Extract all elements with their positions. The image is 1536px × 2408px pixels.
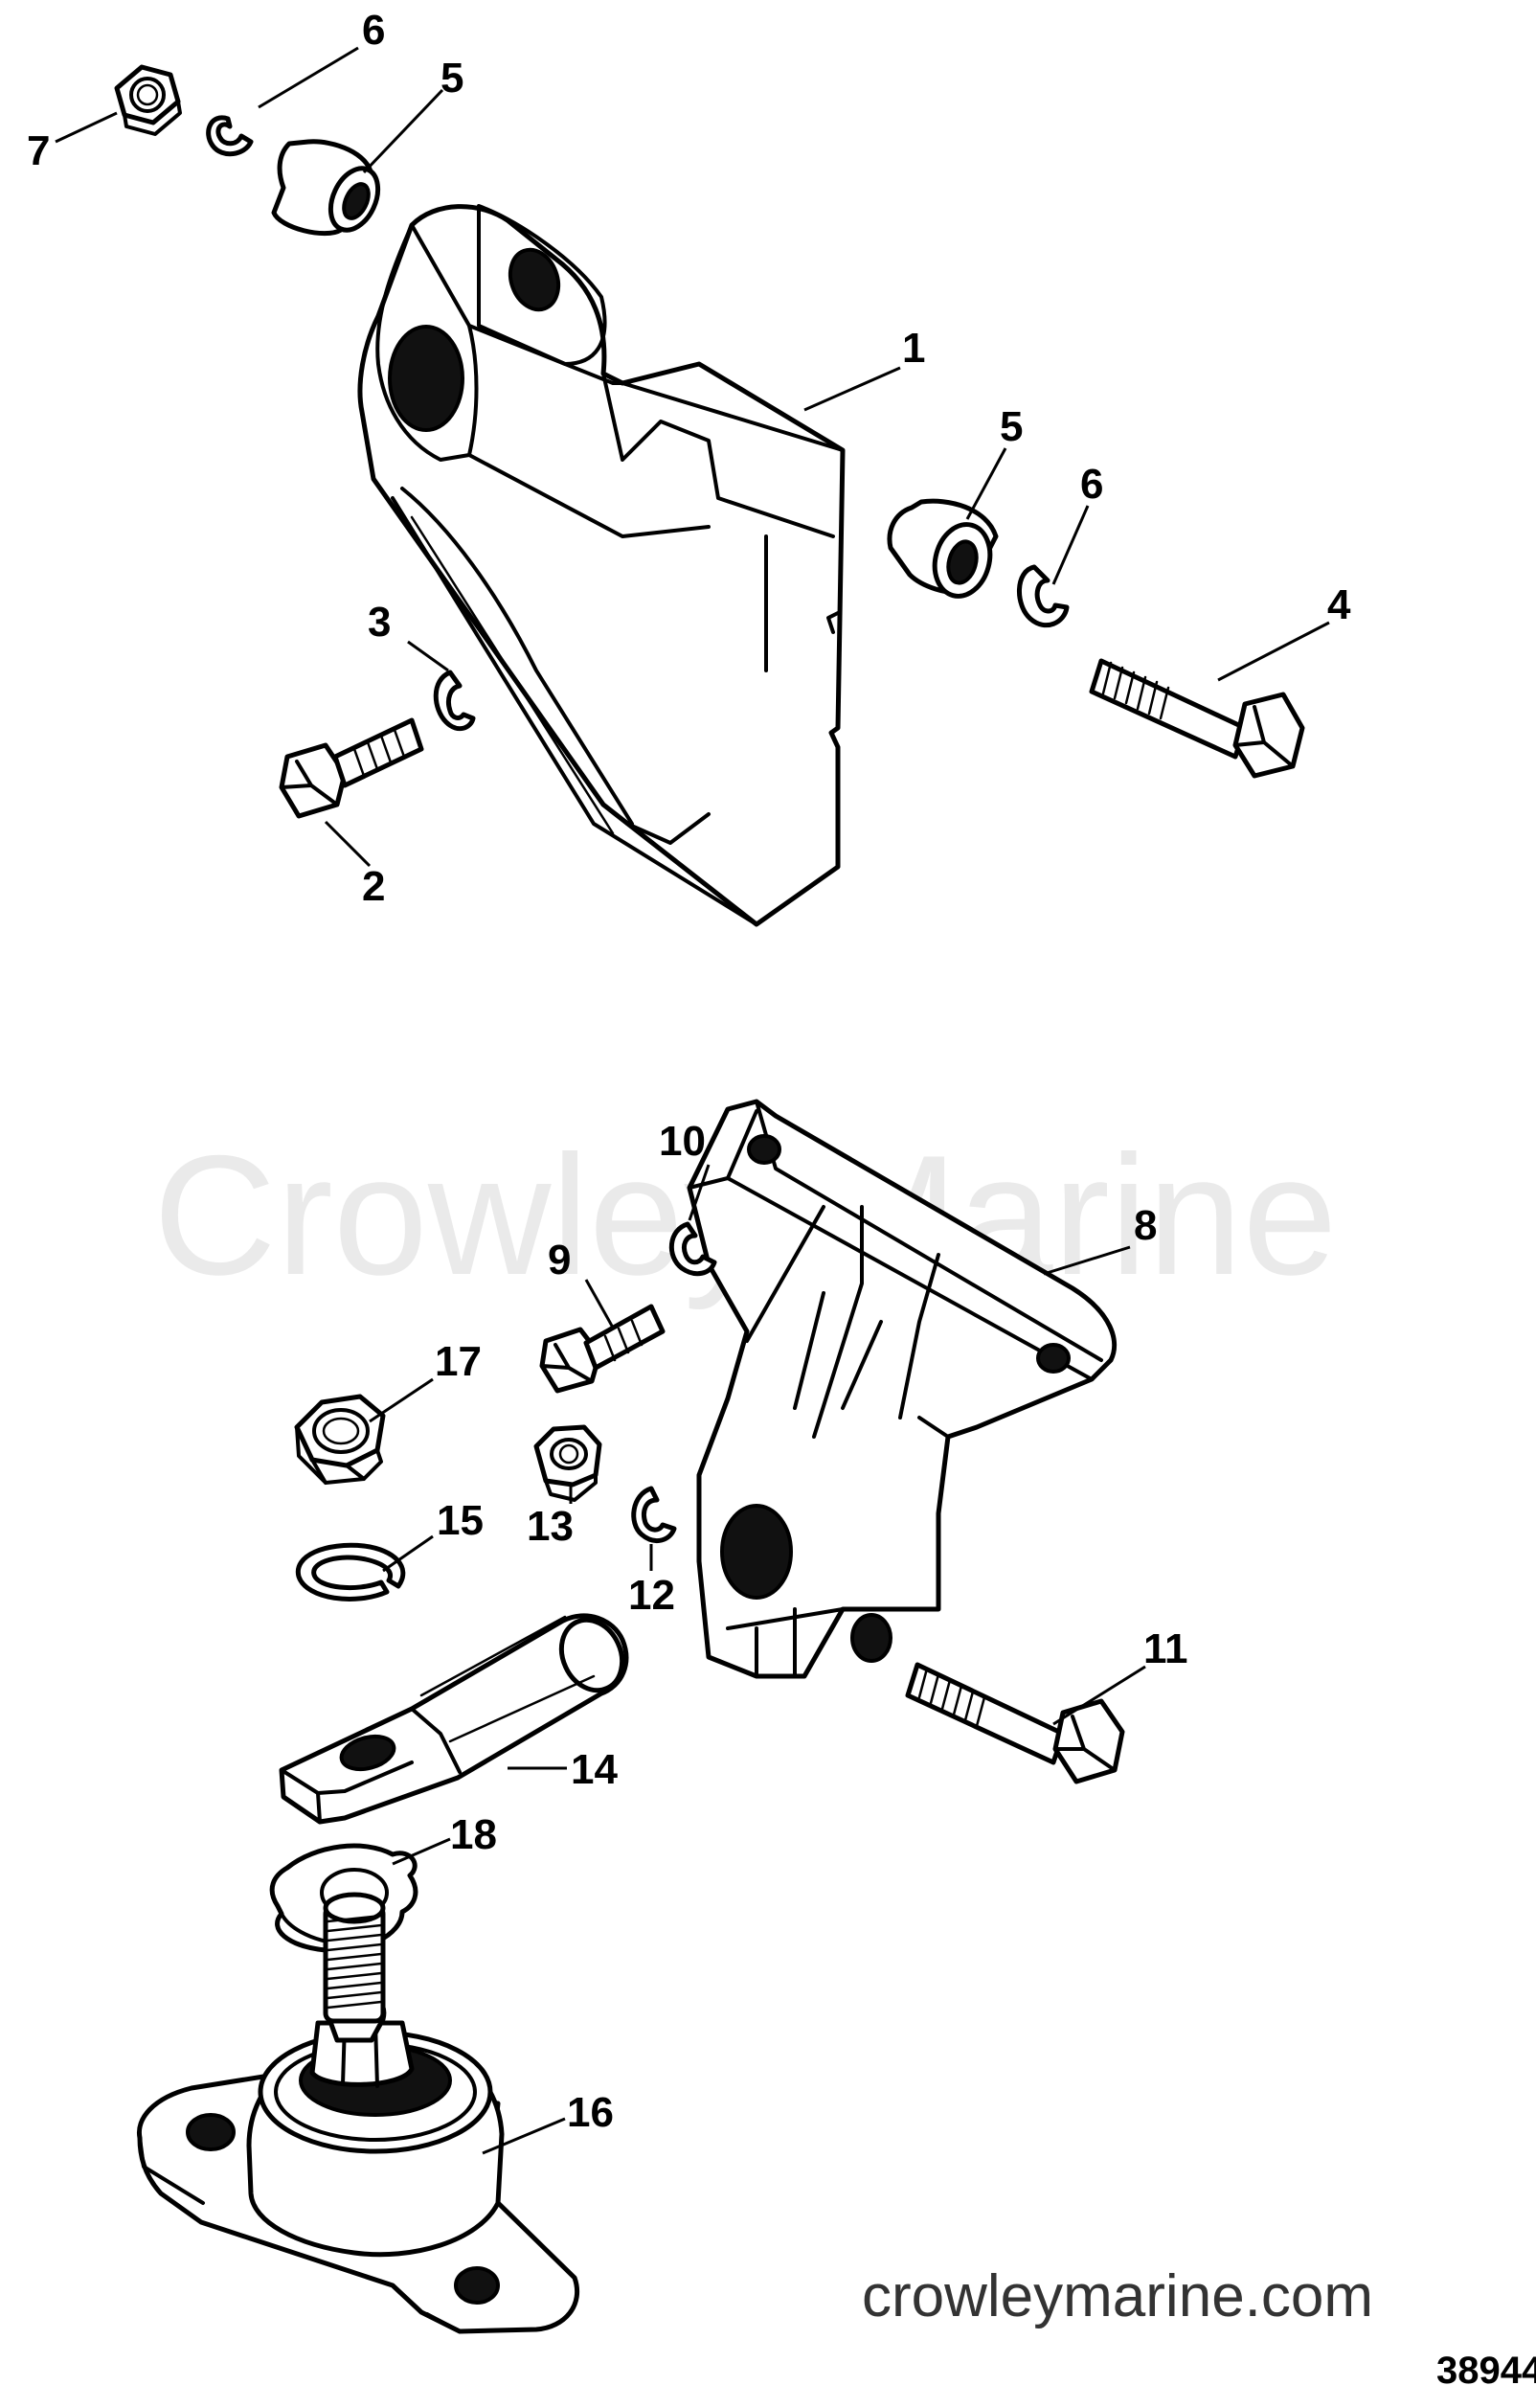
figure-number: 38944 bbox=[1436, 2350, 1536, 2392]
callout-9: 9 bbox=[548, 1237, 571, 1284]
callout-13: 13 bbox=[527, 1503, 574, 1550]
callout-1: 1 bbox=[902, 325, 925, 372]
callout-3: 3 bbox=[368, 599, 391, 646]
callout-2: 2 bbox=[362, 863, 385, 910]
bushing-5-lower bbox=[887, 498, 999, 599]
callout-17: 17 bbox=[435, 1338, 482, 1385]
callout-10: 10 bbox=[659, 1118, 706, 1165]
mount-bracket-8 bbox=[687, 1099, 1118, 1679]
callout-8: 8 bbox=[1134, 1202, 1157, 1249]
callout-16: 16 bbox=[567, 2089, 614, 2136]
short-bolt-2 bbox=[279, 717, 424, 819]
bushing-5-upper bbox=[271, 139, 381, 237]
callout-6-lower: 6 bbox=[1080, 461, 1103, 508]
mount-bracket-1 bbox=[357, 204, 846, 927]
long-bolt-4 bbox=[1089, 658, 1305, 779]
lock-washer-10 bbox=[668, 1221, 717, 1277]
callout-5-lower: 5 bbox=[1000, 403, 1023, 450]
callout-11: 11 bbox=[1143, 1625, 1188, 1672]
callout-14: 14 bbox=[571, 1746, 618, 1793]
callout-leaders bbox=[55, 46, 1330, 2155]
callout-12: 12 bbox=[628, 1572, 675, 1619]
callout-5-upper: 5 bbox=[440, 55, 463, 102]
callout-15: 15 bbox=[437, 1497, 484, 1544]
lock-washer-3 bbox=[433, 670, 476, 732]
callout-7: 7 bbox=[27, 127, 50, 174]
engine-mount-16 bbox=[136, 1892, 580, 2334]
hex-nut-17 bbox=[294, 1394, 386, 1485]
lock-washer-6-upper bbox=[206, 115, 254, 157]
callout-18: 18 bbox=[450, 1811, 497, 1858]
callout-numbers: 7 6 5 1 5 6 4 3 2 8 10 9 17 13 12 15 11 … bbox=[27, 7, 1351, 2136]
bolt-11 bbox=[905, 1662, 1125, 1784]
hex-nut-7 bbox=[114, 64, 182, 136]
website-watermark: crowleymarine.com bbox=[862, 2263, 1373, 2329]
retaining-ring-15 bbox=[295, 1542, 406, 1602]
callout-4: 4 bbox=[1327, 581, 1351, 628]
hex-nut-13 bbox=[533, 1424, 602, 1502]
callout-6-upper: 6 bbox=[362, 7, 385, 54]
bolt-9 bbox=[539, 1304, 666, 1394]
lock-washer-12 bbox=[631, 1486, 677, 1544]
rod-end-14 bbox=[279, 1613, 629, 1825]
lock-washer-6-lower bbox=[1017, 564, 1070, 628]
